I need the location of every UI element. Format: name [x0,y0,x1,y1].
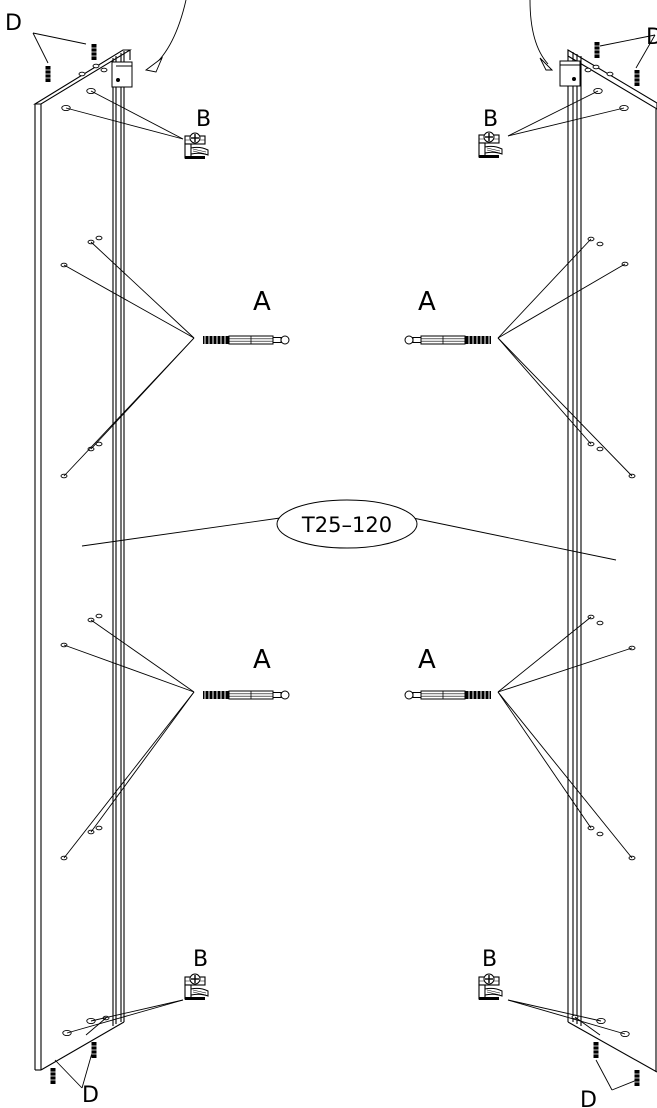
right-cam-bottom [478,973,503,1001]
left-dowel-lower [202,690,290,700]
label-a-lower-right: A [418,645,436,675]
left-holes [60,63,110,1037]
label-b-bottom-left: B [193,947,208,972]
right-leader-lines [412,0,656,1091]
label-a-lower-left: A [253,645,271,675]
label-b-top-right: B [483,107,498,132]
left-leader-lines [32,0,281,1089]
left-hinge-bracket [111,61,133,88]
right-panel [567,49,657,1073]
label-b-bottom-right: B [482,947,497,972]
label-d-top-left: D [5,11,22,36]
left-panel [33,49,132,1071]
part-code-label: T25–120 [301,513,392,537]
right-pins [593,41,640,1087]
right-hinge-bracket [559,60,581,87]
label-a-upper-right: A [418,287,436,317]
left-cam-bottom [184,973,209,1001]
label-b-top-left: B [196,107,211,132]
label-d-bottom-right: D [580,1088,597,1108]
part-code-ellipse [276,499,418,549]
label-d-top-right: D [646,25,657,50]
label-a-upper-left: A [253,287,271,317]
left-dowel-upper [202,335,290,345]
right-dowel-lower [404,690,492,700]
left-pins [45,43,97,1085]
left-cam-top [184,132,209,160]
right-cam-top [478,131,503,159]
label-d-bottom-left: D [82,1083,99,1108]
right-dowel-upper [404,335,492,345]
